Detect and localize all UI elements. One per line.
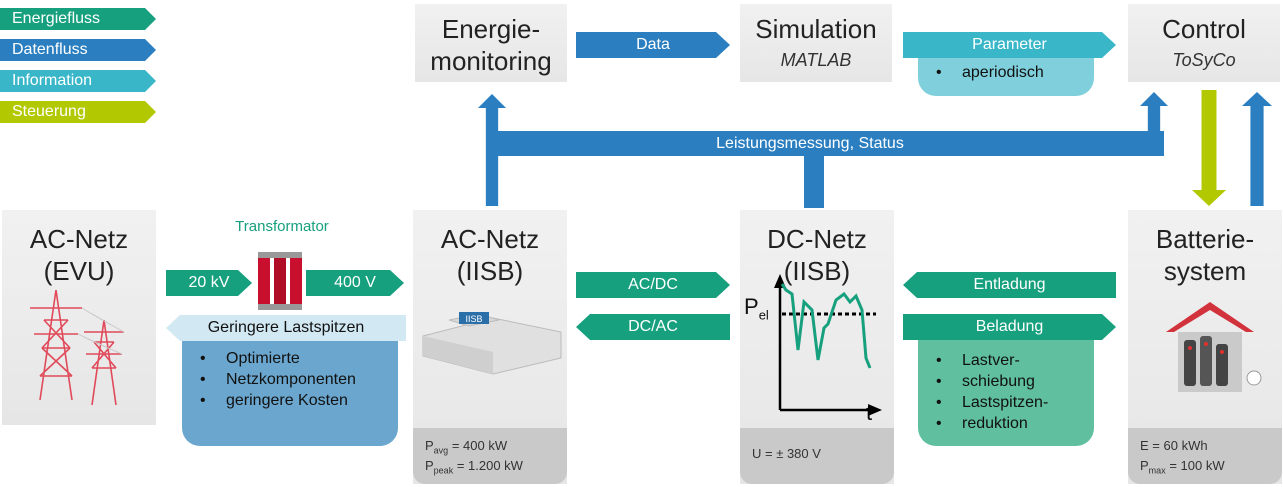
battery-box: Batterie- system E = 60 kWh Pmax = 100 k… — [1128, 210, 1282, 484]
battery-benefit-panel: Lastver- schiebung Lastspitzen- reduktio… — [918, 330, 1094, 446]
parameter-item: aperiodisch — [936, 62, 1094, 83]
evu-title-2: (EVU) — [43, 256, 115, 286]
dcnetz-specs: U = ± 380 V — [740, 428, 894, 484]
benefit-lastspitzen-2: reduktion — [936, 413, 1094, 434]
transformer-label: Transformator — [235, 218, 329, 235]
simulation-box: Simulation MATLAB — [740, 4, 892, 82]
monitoring-title-1: Energie- — [441, 14, 541, 44]
power-tower-icon — [30, 290, 125, 406]
monitoring-title-2: monitoring — [430, 46, 552, 76]
pel-label: Pel — [744, 294, 769, 323]
benefit-lastverschiebung-2: schiebung — [936, 371, 1094, 392]
benefit-item-netzkomponenten: Netzkomponenten — [200, 369, 398, 390]
control-title: Control — [1162, 14, 1246, 44]
control-down-arrow — [1192, 90, 1226, 206]
benefit-lastspitzen: Lastspitzen- — [936, 392, 1094, 413]
acnetz-box: AC-Netz (IISB) IISB Pavg = 400 kW Ppeak … — [413, 210, 567, 484]
simulation-title: Simulation — [755, 14, 877, 44]
data-arrow: Data — [576, 32, 730, 58]
benefit-lastverschiebung: Lastver- — [936, 350, 1094, 371]
battery-title-1: Batterie- — [1155, 224, 1255, 254]
legend-energiefluss: Energiefluss — [0, 8, 156, 30]
battery-title-2: system — [1163, 256, 1247, 286]
status-bus — [486, 131, 1164, 156]
legend-datenfluss: Datenfluss — [0, 39, 156, 61]
beladung-arrow: Beladung — [903, 314, 1116, 340]
lastspitzen-arrow: Geringere Lastspitzen — [166, 315, 406, 341]
entladung-arrow: Entladung — [903, 272, 1116, 298]
ppeak-spec: Ppeak = 1.200 kW — [425, 458, 523, 476]
evu-title-1: AC-Netz — [29, 224, 129, 254]
control-subtitle: ToSyCo — [1172, 50, 1236, 70]
kv20-arrow: 20 kV — [166, 270, 252, 296]
bus-dc-riser — [804, 150, 824, 208]
v400-arrow: 400 V — [306, 270, 404, 296]
parameter-arrow: Parameter — [903, 32, 1116, 58]
battery-house-icon — [1166, 302, 1262, 392]
benefit-item-optimierte: Optimierte — [200, 348, 398, 369]
legend-steuerung: Steuerung — [0, 101, 156, 123]
power-chart — [774, 274, 882, 416]
dcac-arrow: DC/AC — [576, 314, 730, 340]
battery-data-up-arrow — [1242, 92, 1272, 206]
dcnetz-box: DC-Netz (IISB) Pel t U = ± 380 V — [740, 210, 894, 484]
pavg-spec: Pavg = 400 kW — [425, 438, 508, 456]
control-box: Control ToSyCo — [1128, 4, 1280, 82]
status-bus-label: Leistungsmessung, Status — [716, 135, 904, 152]
battery-specs: E = 60 kWh Pmax = 100 kW — [1128, 428, 1282, 484]
voltage-spec: U = ± 380 V — [752, 446, 821, 461]
legend-information: Information — [0, 70, 156, 92]
pmax-spec: Pmax = 100 kW — [1140, 458, 1225, 476]
transformer-icon — [258, 252, 302, 310]
acdc-arrow: AC/DC — [576, 272, 730, 298]
building-icon: IISB — [422, 312, 562, 375]
acnetz-title-2: (IISB) — [456, 256, 524, 286]
energiemonitoring-box: Energie- monitoring — [415, 4, 567, 82]
evu-box: AC-Netz (EVU) — [2, 210, 156, 425]
dcnetz-title-1: DC-Netz — [767, 224, 867, 254]
simulation-subtitle: MATLAB — [780, 50, 852, 70]
dcnetz-title-2: (IISB) — [783, 256, 851, 286]
acnetz-title-1: AC-Netz — [440, 224, 540, 254]
energy-spec: E = 60 kWh — [1140, 438, 1208, 453]
benefit-item-kosten: geringere Kosten — [200, 390, 398, 411]
acnetz-specs: Pavg = 400 kW Ppeak = 1.200 kW — [413, 428, 567, 484]
building-label: IISB — [465, 314, 482, 324]
